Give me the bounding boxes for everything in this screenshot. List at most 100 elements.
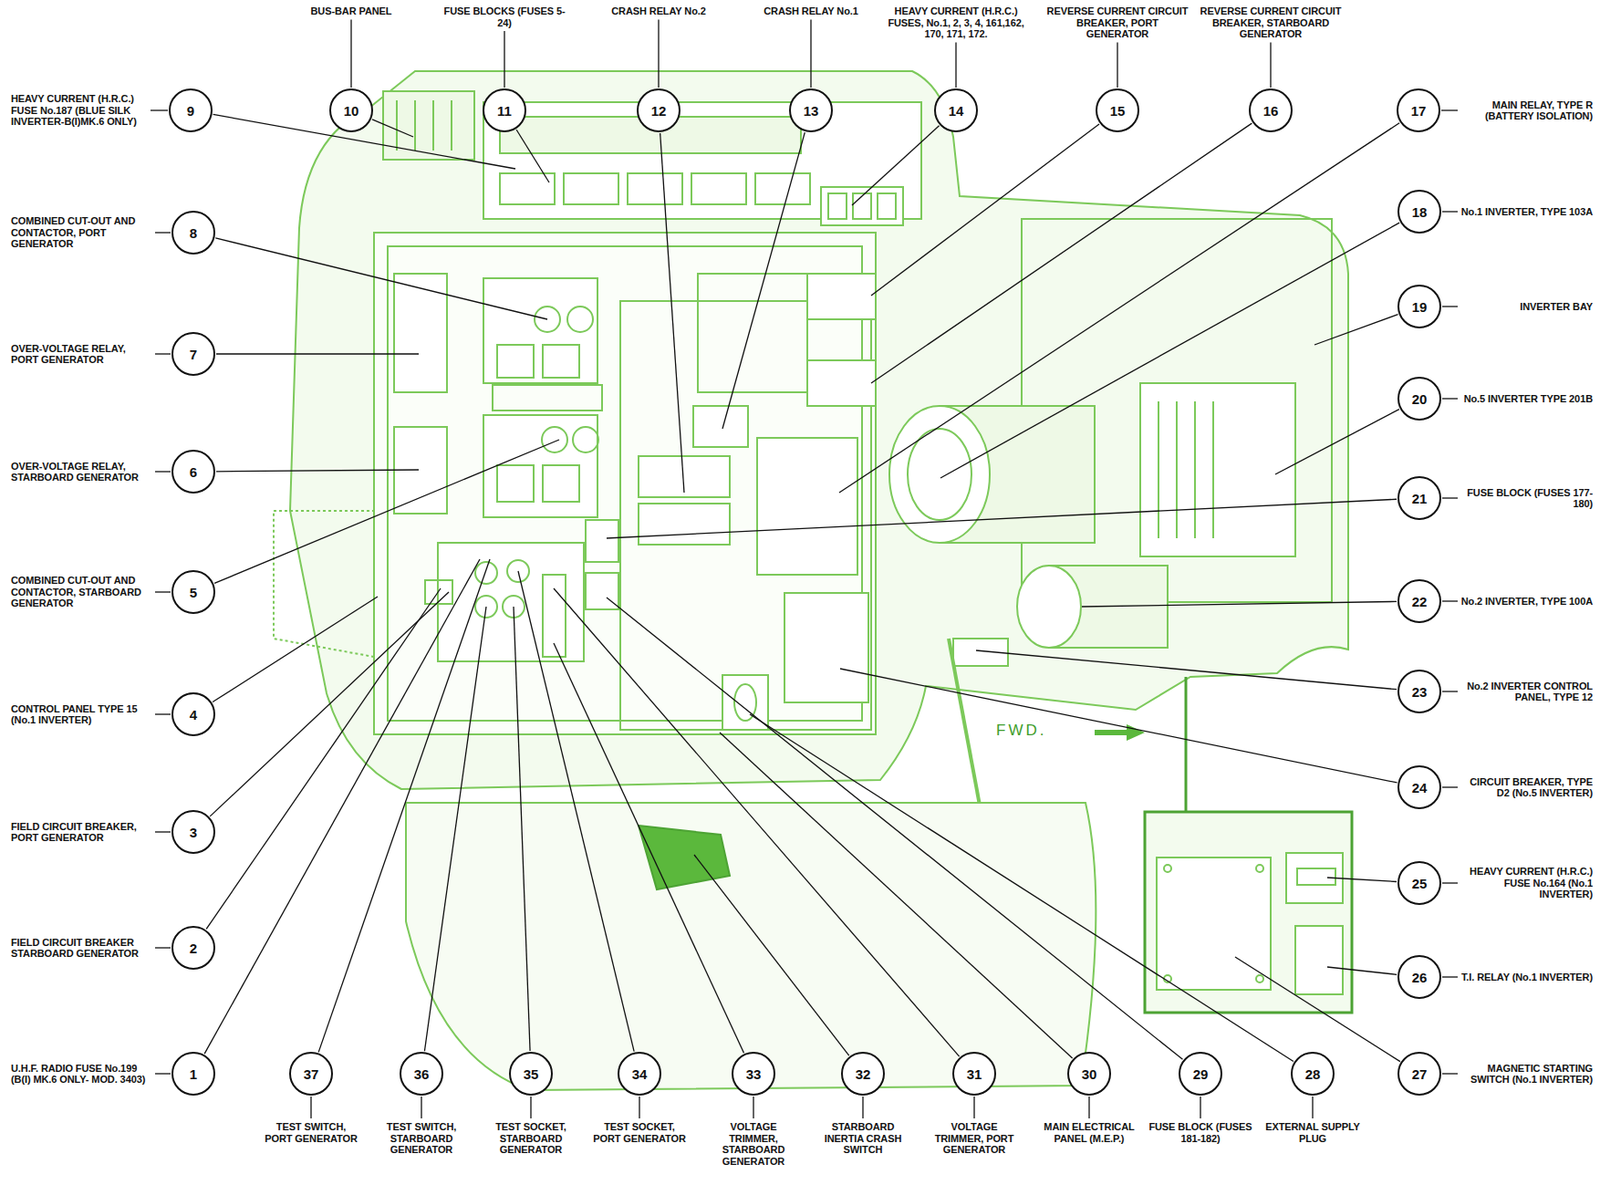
leader-line	[206, 588, 441, 929]
callout-circle: 8COMBINED CUT-OUT AND CONTACTOR, PORT GE…	[171, 210, 216, 255]
leader-line	[1199, 1096, 1201, 1119]
leader-line	[529, 1096, 531, 1119]
callout-number: 25	[1412, 875, 1428, 892]
leader-line	[513, 606, 530, 1051]
callout-circle: 20No.5 INVERTER TYPE 201B	[1397, 376, 1442, 421]
lower-tray	[405, 802, 1096, 1091]
callout-number: 18	[1412, 204, 1428, 220]
leader-line	[155, 946, 171, 948]
part-label: HEAVY CURRENT (H.R.C.) FUSE No.164 (No.1…	[1460, 865, 1593, 901]
leader-line	[216, 353, 419, 354]
part-label: CRASH RELAY No.2	[594, 5, 723, 18]
part-label: T.I. RELAY (No.1 INVERTER)	[1460, 971, 1593, 984]
leader-line	[871, 124, 1100, 296]
callout-circle: 16REVERSE CURRENT CIRCUIT BREAKER, STARB…	[1248, 88, 1293, 133]
callout-number: 15	[1110, 103, 1126, 119]
heavy-current-fuses	[820, 187, 904, 226]
inertia-switch	[638, 825, 730, 890]
part-label: FIELD CIRCUIT BREAKER, PORT GENERATOR	[10, 820, 153, 844]
crash-relay	[693, 405, 749, 447]
leader-line	[1311, 1096, 1313, 1119]
part-label: No.5 INVERTER TYPE 201B	[1460, 393, 1593, 406]
part-label: MAGNETIC STARTING SWITCH (No.1 INVERTER)	[1460, 1062, 1593, 1086]
callout-circle: 28EXTERNAL SUPPLY PLUG	[1290, 1051, 1335, 1096]
leader-line	[420, 1096, 422, 1119]
leader-line	[1327, 966, 1397, 975]
part-label: FIELD CIRCUIT BREAKER STARBOARD GENERATO…	[10, 936, 153, 960]
callout-circle: 15REVERSE CURRENT CIRCUIT BREAKER, PORT …	[1095, 88, 1140, 133]
part-label: FUSE BLOCK (FUSES 181-182)	[1146, 1121, 1255, 1144]
part-label: CONTROL PANEL TYPE 15 (No.1 INVERTER)	[10, 703, 153, 727]
leader-line	[862, 1096, 863, 1119]
part-label: TEST SOCKET, STARBOARD GENERATOR	[482, 1121, 580, 1156]
leader-line	[155, 831, 171, 832]
leader-line	[1441, 109, 1458, 111]
callout-number: 8	[189, 225, 198, 241]
relay-small	[1295, 925, 1343, 995]
callout-number: 21	[1412, 490, 1428, 507]
part-label: BUS-BAR PANEL	[287, 5, 416, 18]
leader-line	[209, 592, 449, 817]
part-label: OVER-VOLTAGE RELAY, PORT GENERATOR	[10, 342, 153, 366]
callout-circle: 14HEAVY CURRENT (H.R.C.) FUSES, No.1, 2,…	[934, 88, 978, 133]
leader-line	[1088, 1096, 1090, 1119]
part-label: No.2 INVERTER, TYPE 100A	[1460, 595, 1593, 608]
callout-circle: 29FUSE BLOCK (FUSES 181-182)	[1178, 1051, 1223, 1096]
callout-number: 28	[1305, 1066, 1321, 1082]
leader-line	[1442, 976, 1458, 977]
main-panel-frame	[374, 232, 876, 735]
main-relay	[757, 437, 858, 575]
callout-number: 6	[189, 464, 198, 480]
crash-relay	[638, 503, 730, 545]
leader-line	[976, 650, 1397, 690]
leader-line	[1116, 42, 1118, 89]
leader-line	[638, 1096, 640, 1119]
callout-number: 19	[1412, 299, 1428, 315]
leader-line	[155, 231, 171, 233]
callout-number: 13	[803, 103, 820, 119]
callout-number: 10	[343, 103, 360, 119]
part-label: HEAVY CURRENT (H.R.C.) FUSES, No.1, 2, 3…	[883, 5, 1029, 41]
rib-plate	[492, 384, 603, 411]
leader-line	[155, 713, 171, 715]
callout-circle: 30MAIN ELECTRICAL PANEL (M.E.P.)	[1067, 1051, 1112, 1096]
leader-line	[1275, 409, 1400, 475]
leader-line	[839, 123, 1400, 493]
leader-line	[1442, 305, 1458, 307]
callout-circle: 18No.1 INVERTER, TYPE 103A	[1397, 189, 1442, 234]
leader-line	[372, 119, 414, 137]
callout-number: 31	[966, 1066, 983, 1082]
leader-line	[940, 222, 1400, 478]
callout-number: 27	[1412, 1066, 1428, 1082]
leader-line	[212, 596, 378, 703]
callout-circle: 25HEAVY CURRENT (H.R.C.) FUSE No.164 (No…	[1397, 861, 1442, 905]
fuse-block-small	[585, 572, 619, 610]
callout-circle: 33VOLTAGE TRIMMER, STARBOARD GENERATOR	[731, 1051, 776, 1096]
callout-number: 14	[948, 103, 965, 119]
leader-line	[973, 1096, 975, 1119]
part-label: TEST SWITCH, PORT GENERATOR	[262, 1121, 360, 1144]
leader-line	[722, 132, 805, 429]
leader-line	[553, 643, 744, 1053]
callout-number: 33	[746, 1066, 762, 1082]
breaker-bracket	[697, 273, 808, 393]
leader-line	[1269, 42, 1271, 89]
part-label: CRASH RELAY No.1	[747, 5, 875, 18]
leader-line	[503, 31, 505, 88]
test-panel	[425, 542, 584, 662]
callout-number: 22	[1412, 593, 1428, 610]
callout-circle: 6OVER-VOLTAGE RELAY, STARBOARD GENERATOR	[171, 449, 216, 494]
direction-label: FWD.	[994, 721, 1049, 740]
part-label: No.2 INVERTER CONTROL PANEL, TYPE 12	[1460, 680, 1593, 704]
part-label: CIRCUIT BREAKER, TYPE D2 (No.5 INVERTER)	[1460, 776, 1593, 800]
callout-circle: 24CIRCUIT BREAKER, TYPE D2 (No.5 INVERTE…	[1397, 765, 1442, 810]
part-label: INVERTER BAY	[1460, 301, 1593, 313]
part-label: COMBINED CUT-OUT AND CONTACTOR, STARBOAR…	[10, 574, 153, 610]
callout-circle: 19INVERTER BAY	[1397, 284, 1442, 329]
callout-number: 24	[1412, 779, 1428, 796]
part-label: TEST SWITCH, STARBOARD GENERATOR	[373, 1121, 470, 1156]
callout-number: 36	[414, 1066, 430, 1082]
reverse-current-breaker	[807, 360, 876, 406]
housing-outline	[290, 71, 1349, 790]
leader-line	[310, 1096, 312, 1119]
